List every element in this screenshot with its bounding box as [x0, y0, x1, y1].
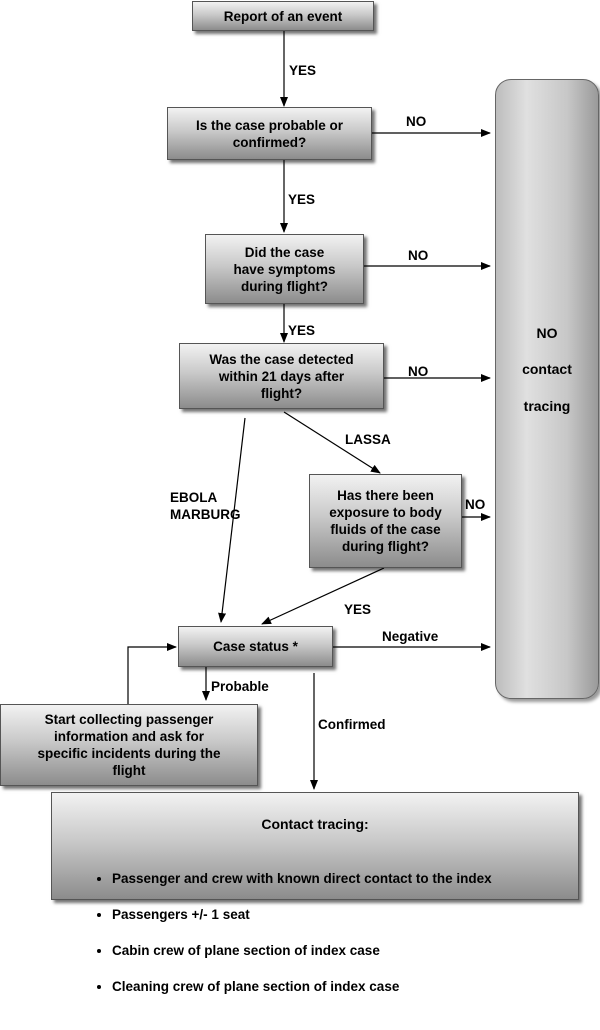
node-symptoms-flight: Did the case have symptoms during flight… — [205, 234, 364, 304]
node-contact-tracing: Contact tracing: Passenger and crew with… — [51, 792, 579, 994]
node-probable-confirmed: Is the case probable or confirmed? — [167, 107, 372, 160]
arrow-exposure-yes — [261, 567, 385, 625]
label-yes-4: YES — [344, 602, 372, 617]
no-tracing-line-2: contact — [522, 361, 572, 377]
contact-tracing-list: Passenger and crew with known direct con… — [64, 852, 566, 1013]
label-no-3: NO — [408, 364, 429, 379]
label-confirmed: Confirmed — [318, 717, 386, 732]
label-negative: Negative — [382, 629, 439, 644]
node-exposure-fluids: Has there been exposure to body fluids o… — [309, 474, 462, 568]
arrow-detected-lassa — [283, 411, 381, 474]
label-yes-1: YES — [289, 63, 317, 78]
arrow-detected-ebola — [218, 417, 246, 623]
label-no-1: NO — [406, 114, 427, 129]
connector-layer — [127, 31, 491, 790]
node-start-collecting: Start collecting passenger information a… — [0, 704, 258, 786]
label-yes-2: YES — [288, 192, 316, 207]
flowchart: Report of an event Is the case probable … — [0, 0, 600, 906]
label-probable: Probable — [211, 679, 269, 694]
node-detected-21-days: Was the case detected within 21 days aft… — [179, 343, 384, 409]
no-tracing-line-3: tracing — [523, 398, 571, 414]
node-case-status: Case status * — [178, 626, 333, 667]
contact-tracing-item: Cleaning crew of plane section of index … — [112, 977, 566, 996]
label-no-4: NO — [465, 497, 486, 512]
contact-tracing-item: Cabin crew of plane section of index cas… — [112, 941, 566, 960]
no-tracing-line-1: NO — [536, 325, 558, 341]
label-no-2: NO — [408, 248, 429, 263]
node-report-event: Report of an event — [192, 1, 374, 31]
label-yes-3: YES — [288, 323, 316, 338]
contact-tracing-item: Passenger and crew with known direct con… — [112, 869, 566, 888]
contact-tracing-item: Passengers +/- 1 seat — [112, 905, 566, 924]
label-lassa: LASSA — [345, 432, 391, 447]
label-ebola-marburg: EBOLA MARBURG — [170, 490, 241, 522]
node-no-contact-tracing: NO contact tracing — [495, 79, 599, 699]
arrow-collect-to-status — [127, 643, 177, 704]
contact-tracing-title: Contact tracing: — [261, 816, 369, 832]
